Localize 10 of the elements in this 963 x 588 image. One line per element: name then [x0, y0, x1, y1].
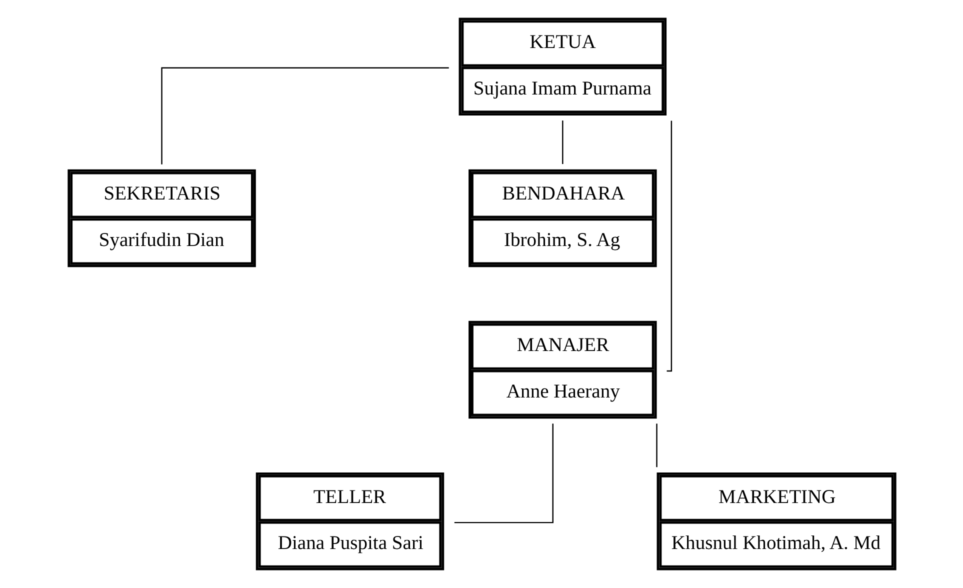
node-box: SEKRETARIS Syarifudin Dian: [67, 169, 256, 268]
connector: [454, 424, 553, 524]
node-box: BENDAHARA Ibrohim, S. Ag: [468, 169, 656, 268]
node-box: TELLER Diana Puspita Sari: [255, 472, 444, 570]
node-box: MARKETING Khusnul Khotimah, A. Md: [656, 472, 896, 570]
connector: [656, 424, 657, 468]
node-box: KETUA Sujana Imam Purnama: [458, 18, 666, 116]
node-box: MANAJER Anne Haerany: [468, 320, 656, 419]
connector: [160, 67, 448, 164]
connector: [562, 120, 563, 164]
